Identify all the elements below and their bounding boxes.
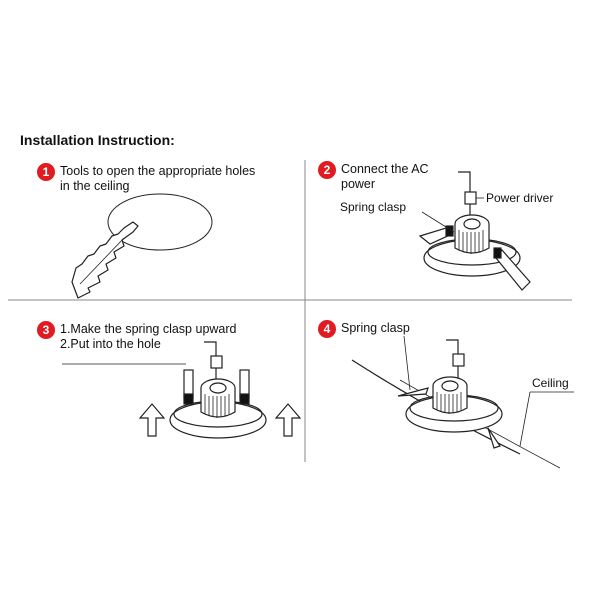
step-4-text: Spring clasp [341, 321, 410, 336]
step-1-badge: 1 [37, 163, 55, 181]
step-1-line-2: in the ceiling [60, 179, 130, 193]
step-1-line-1: Tools to open the appropriate holes [60, 164, 256, 178]
step-4-badge: 4 [318, 320, 336, 338]
step-2-text: Connect the AC power [341, 162, 429, 192]
step-3-text: 1.Make the spring clasp upward 2.Put int… [60, 322, 236, 352]
downlight-step2 [418, 171, 531, 291]
arrow-up-icon [274, 403, 302, 437]
step-2-badge: 2 [318, 161, 336, 179]
spring-clasp-callout: Spring clasp [340, 200, 407, 214]
step-3-line-1: 1.Make the spring clasp upward [60, 322, 237, 336]
downlight-step4 [351, 339, 561, 469]
step-3-badge: 3 [37, 321, 55, 339]
ceiling-hole-ellipse [107, 193, 213, 251]
downlight-step3 [169, 341, 267, 439]
page-title: Installation Instruction: [20, 132, 175, 148]
hand-saw-icon [71, 221, 139, 299]
step-2-line-1: Connect the AC [341, 162, 429, 176]
step-3-line-2: 2.Put into the hole [60, 337, 161, 351]
power-driver-callout: Power driver [486, 191, 554, 205]
ceiling-callout: Ceiling [532, 376, 569, 390]
step-4-line-1: Spring clasp [341, 321, 410, 335]
arrow-up-icon [138, 403, 166, 437]
step-1-text: Tools to open the appropriate holes in t… [60, 164, 255, 194]
step-2-line-2: power [341, 177, 376, 191]
